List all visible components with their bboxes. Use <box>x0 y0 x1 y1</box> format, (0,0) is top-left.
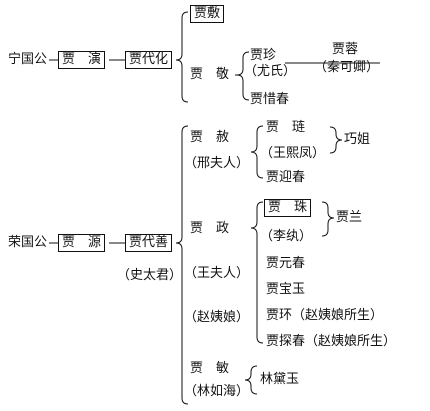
jia-rong: 贾蓉 <box>332 42 359 57</box>
jia-daihua: 贾代化 <box>125 51 173 69</box>
qiaojie: 巧姐 <box>344 132 371 147</box>
jia-tanchun: 贾探春（赵姨娘所生） <box>266 334 397 349</box>
brace-zhu-jialan <box>321 201 335 237</box>
qin-keqing: （秦可卿） <box>314 60 380 75</box>
jia-min: 贾 敏 <box>190 361 230 376</box>
jia-fu: 贾敷 <box>190 5 225 23</box>
jia-xichun: 贾惜春 <box>250 92 290 107</box>
jia-yingchun: 贾迎春 <box>266 170 306 185</box>
jia-baoyu: 贾宝玉 <box>266 282 306 297</box>
lin-ruhai: （林如海） <box>184 384 250 399</box>
wang-xifeng: （王熙凤） <box>260 146 326 161</box>
jia-lan: 贾兰 <box>336 210 363 225</box>
zhao-yiniang: （赵姨娘） <box>184 310 250 325</box>
jia-jing: 贾 敬 <box>190 67 230 82</box>
brace-jing-children <box>236 51 250 101</box>
rongguo-gong: 荣国公 <box>8 235 48 250</box>
li-wan: （李纨） <box>260 229 313 244</box>
jia-huan: 贾环（赵姨娘所生） <box>266 308 384 323</box>
brace-daihua-children <box>175 11 189 103</box>
jia-zheng: 贾 政 <box>190 221 230 236</box>
jia-yuanchun: 贾元春 <box>266 256 306 271</box>
brace-lian-qiaojie <box>329 126 343 154</box>
jia-zhu: 贾 珠 <box>264 199 312 217</box>
brace-min-daiyu <box>244 365 258 395</box>
ningguo-gong: 宁国公 <box>8 52 48 67</box>
jia-yuan: 贾 源 <box>58 234 106 252</box>
jia-she: 贾 赦 <box>190 130 230 145</box>
brace-daishan-children <box>175 125 189 405</box>
jia-yan: 贾 演 <box>58 51 106 69</box>
shi-taijun: （史太君） <box>117 268 183 283</box>
jia-lian: 贾 琏 <box>266 120 306 135</box>
lin-daiyu: 林黛玉 <box>260 372 300 387</box>
xing-furen: （邢夫人） <box>184 156 250 171</box>
brace-zheng-children <box>250 201 264 344</box>
you-shi: （尤氏） <box>244 64 297 79</box>
wang-furen: （王夫人） <box>184 266 250 281</box>
jia-daishan: 贾代善 <box>125 234 173 252</box>
jia-zhen: 贾珍 <box>250 48 277 63</box>
brace-she-children <box>250 125 264 179</box>
